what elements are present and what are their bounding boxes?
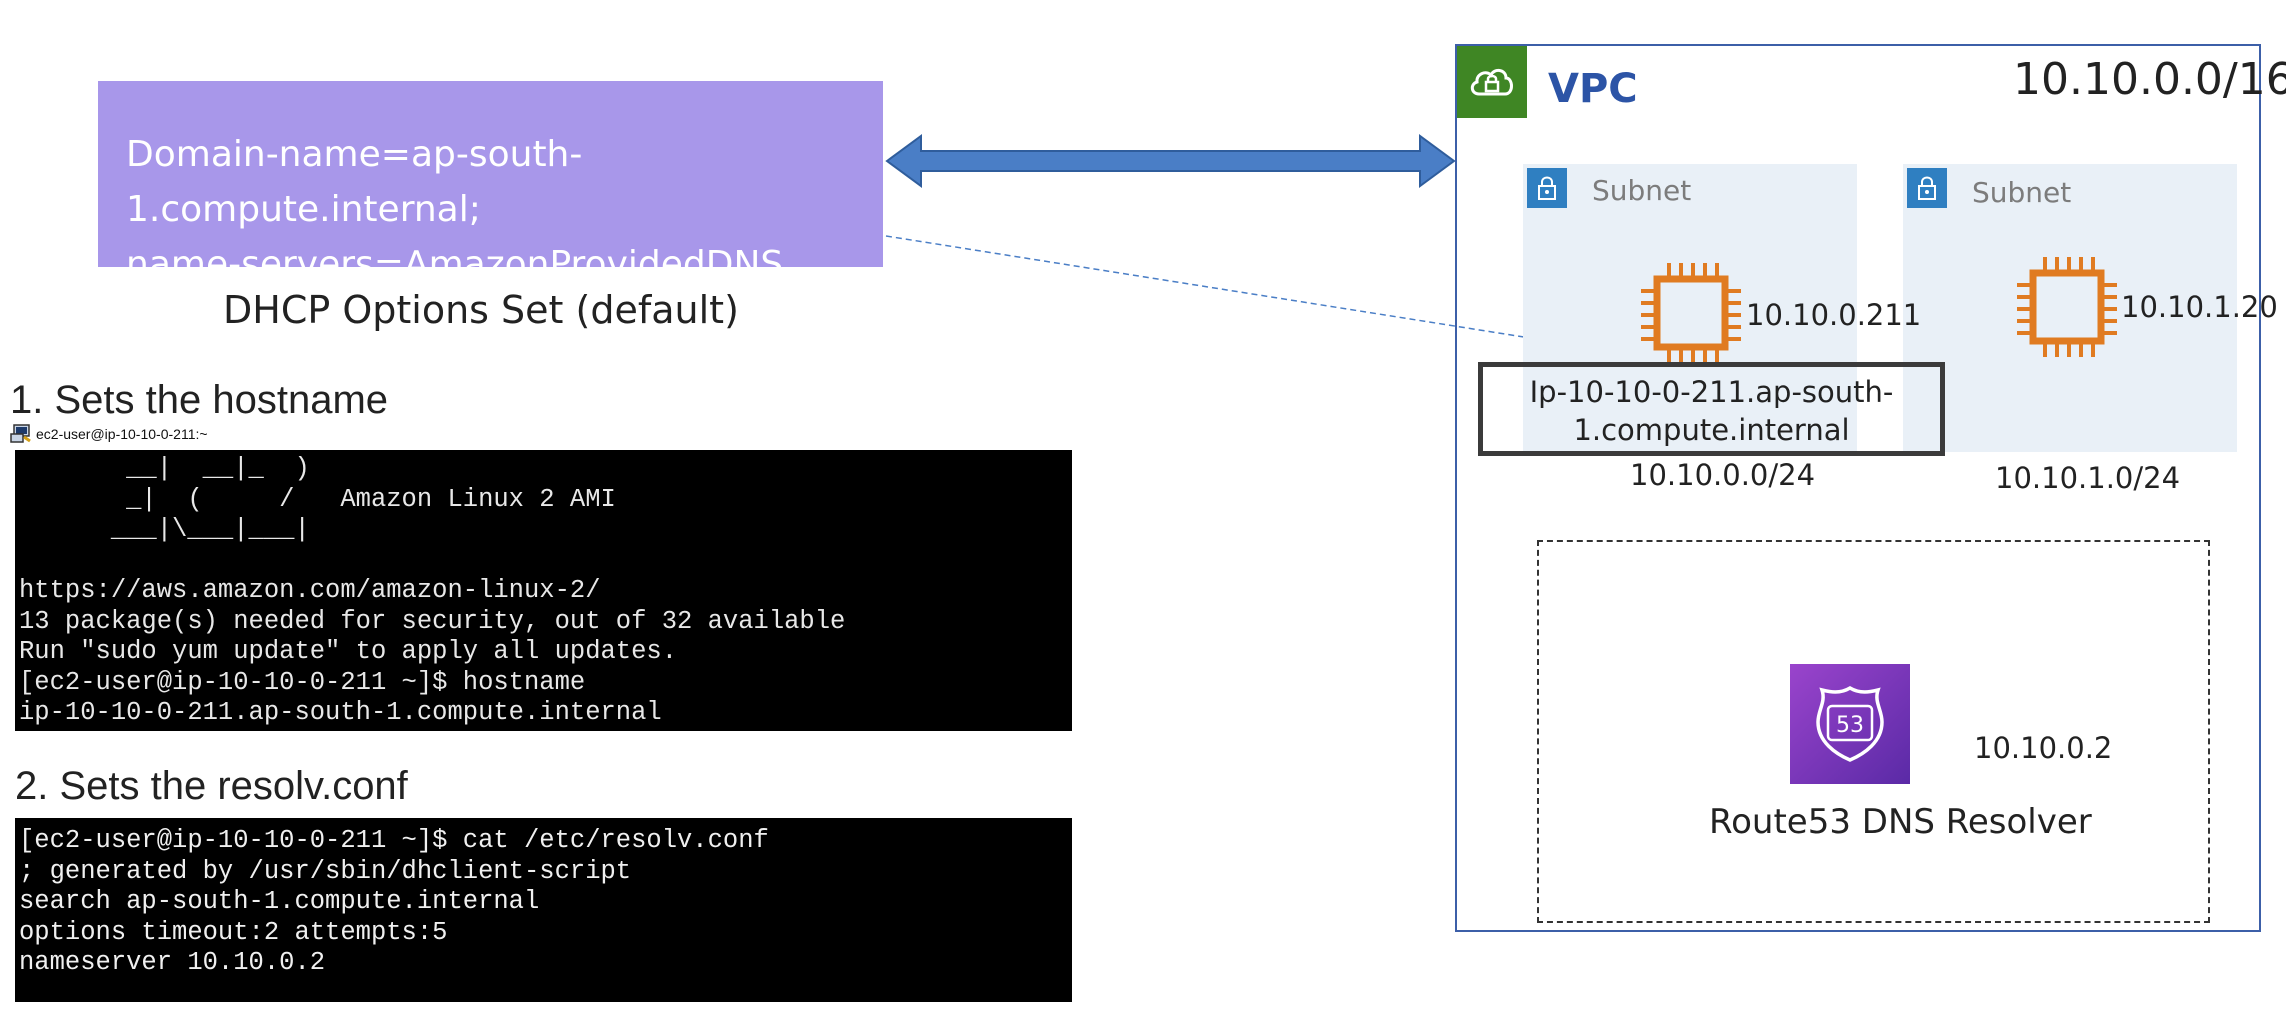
subnet-2-cidr: 10.10.1.0/24 bbox=[1995, 461, 2181, 495]
subnet-1-badge bbox=[1527, 168, 1567, 208]
putty-icon bbox=[10, 424, 31, 443]
step-2-title: 2. Sets the resolv.conf bbox=[15, 764, 408, 808]
lock-icon bbox=[1918, 176, 1936, 200]
dhcp-line-2: 1.compute.internal; bbox=[126, 189, 481, 230]
dhcp-caption: DHCP Options Set (default) bbox=[223, 288, 739, 332]
subnet-2-badge bbox=[1907, 168, 1947, 208]
subnet-1-label: Subnet bbox=[1592, 174, 1692, 207]
vpc-label: VPC bbox=[1548, 66, 1638, 112]
subnet-1-cidr: 10.10.0.0/24 bbox=[1630, 458, 1816, 492]
route53-shield-icon: 53 bbox=[1816, 685, 1884, 762]
vpc-container bbox=[1455, 44, 2261, 932]
dhcp-line-1: Domain-name=ap-south- bbox=[126, 134, 583, 175]
terminal-window-title: ec2-user@ip-10-10-0-211:~ bbox=[10, 424, 208, 444]
subnet-2 bbox=[1903, 164, 2237, 452]
subnet-2-label: Subnet bbox=[1972, 176, 2072, 209]
vpc-cidr: 10.10.0.0/16 bbox=[2013, 54, 2286, 105]
lock-icon bbox=[1538, 176, 1556, 200]
dhcp-options-text: Domain-name=ap-south- 1.compute.internal… bbox=[126, 127, 866, 267]
resolver-label: Route53 DNS Resolver bbox=[1709, 802, 2092, 842]
resolver-ip: 10.10.0.2 bbox=[1974, 731, 2113, 765]
hostname-line-1: Ip-10-10-0-211.ap-south- bbox=[1529, 375, 1894, 409]
step-1-title: 1. Sets the hostname bbox=[10, 378, 389, 422]
ec2-chip-icon bbox=[2017, 257, 2117, 357]
terminal-hostname-output: __| __|_ ) _| ( / Amazon Linux 2 AMI ___… bbox=[19, 454, 846, 727]
subnet-1 bbox=[1523, 164, 1857, 452]
dhcp-line-3: name-servers=AmazonProvidedDNS bbox=[126, 244, 784, 267]
cloud-lock-icon bbox=[1470, 69, 1513, 96]
hostname-line-2: 1.compute.internal bbox=[1573, 413, 1850, 447]
double-arrow bbox=[885, 134, 1456, 188]
vpc-badge bbox=[1457, 46, 1527, 118]
route53-badge-text: 53 bbox=[1836, 713, 1864, 738]
terminal-window-title-text: ec2-user@ip-10-10-0-211:~ bbox=[36, 426, 208, 442]
terminal-hostname: __| __|_ ) _| ( / Amazon Linux 2 AMI ___… bbox=[15, 450, 1072, 731]
terminal-resolv: [ec2-user@ip-10-10-0-211 ~]$ cat /etc/re… bbox=[15, 818, 1072, 1002]
route53-badge: 53 bbox=[1790, 664, 1910, 784]
dhcp-options-box: Domain-name=ap-south- 1.compute.internal… bbox=[98, 81, 883, 267]
hostname-box: Ip-10-10-0-211.ap-south- 1.compute.inter… bbox=[1478, 362, 1945, 456]
ec2-chip-icon bbox=[1641, 263, 1741, 363]
dashed-pointer-line bbox=[885, 235, 1626, 354]
instance-1-ip: 10.10.0.211 bbox=[1746, 298, 1922, 332]
resolver-container bbox=[1537, 540, 2210, 923]
terminal-resolv-output: [ec2-user@ip-10-10-0-211 ~]$ cat /etc/re… bbox=[19, 826, 769, 977]
instance-2-ip: 10.10.1.20 bbox=[2121, 290, 2278, 324]
